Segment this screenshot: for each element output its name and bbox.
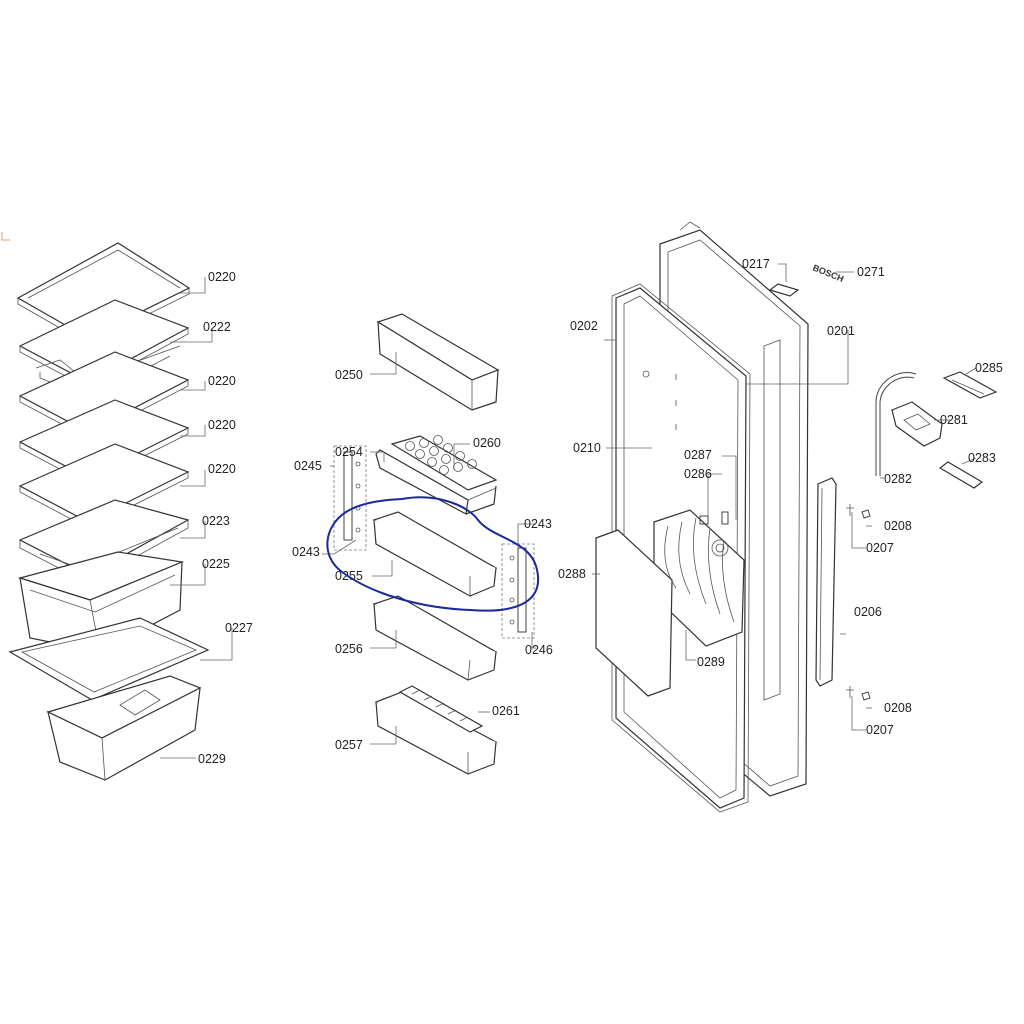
label-0243-left: 0243	[292, 545, 320, 559]
label-0220-third: 0220	[208, 418, 236, 432]
label-0285: 0285	[975, 361, 1003, 375]
label-0220-top: 0220	[208, 270, 236, 284]
handle-0206	[815, 477, 837, 687]
label-0260: 0260	[473, 436, 501, 450]
insert-0261	[398, 685, 484, 733]
label-0288: 0288	[558, 567, 586, 581]
label-0220-second: 0220	[208, 374, 236, 388]
label-0207-upper: 0207	[866, 541, 894, 555]
cover-panel-0288	[595, 529, 673, 697]
door-bin-0255	[372, 511, 498, 597]
label-0206: 0206	[854, 605, 882, 619]
egg-tray-0260	[390, 435, 498, 491]
label-0208-lower: 0208	[884, 701, 912, 715]
highlight-circle	[326, 496, 539, 612]
label-0254: 0254	[335, 445, 363, 459]
screw-cap-upper	[846, 504, 871, 519]
rail-0246	[501, 543, 535, 639]
label-0210: 0210	[573, 441, 601, 455]
door-bin-0254	[375, 449, 497, 515]
hinge-0281	[890, 401, 944, 447]
label-0256: 0256	[335, 642, 363, 656]
label-0283: 0283	[968, 451, 996, 465]
trim-0217	[768, 283, 800, 297]
door-bin-0256	[372, 595, 498, 681]
label-0286: 0286	[684, 467, 712, 481]
label-0289: 0289	[697, 655, 725, 669]
door-bin-0250	[376, 313, 500, 411]
screw-cap-lower	[846, 686, 871, 701]
label-0225: 0225	[202, 557, 230, 571]
door-seal-0202	[611, 283, 751, 813]
connector-0286-0287	[699, 511, 729, 525]
label-0287: 0287	[684, 448, 712, 462]
label-0227: 0227	[225, 621, 253, 635]
label-0250: 0250	[335, 368, 363, 382]
label-0222: 0222	[203, 320, 231, 334]
hinge-cover-0285	[942, 371, 998, 399]
label-0261: 0261	[492, 704, 520, 718]
label-0257: 0257	[335, 738, 363, 752]
drawer-cover-0227	[8, 617, 210, 701]
label-0217: 0217	[742, 257, 770, 271]
label-0223: 0223	[202, 514, 230, 528]
label-0229: 0229	[198, 752, 226, 766]
corner-mark	[1, 232, 10, 241]
label-0281: 0281	[940, 413, 968, 427]
label-0201: 0201	[827, 324, 855, 338]
label-0207-lower: 0207	[866, 723, 894, 737]
tube-0282	[875, 372, 917, 476]
label-0202: 0202	[570, 319, 598, 333]
label-0220-fourth: 0220	[208, 462, 236, 476]
door-bin-0257	[374, 691, 498, 775]
label-0208-upper: 0208	[884, 519, 912, 533]
label-0282: 0282	[884, 472, 912, 486]
cover-strip-0283	[938, 461, 984, 489]
label-0245: 0245	[294, 459, 322, 473]
label-0246: 0246	[525, 643, 553, 657]
label-0243-right: 0243	[524, 517, 552, 531]
rail-0245	[333, 445, 367, 551]
drawer-0229	[46, 675, 202, 781]
label-0271: 0271	[857, 265, 885, 279]
brand-badge-0271: BOSCH	[811, 263, 845, 284]
